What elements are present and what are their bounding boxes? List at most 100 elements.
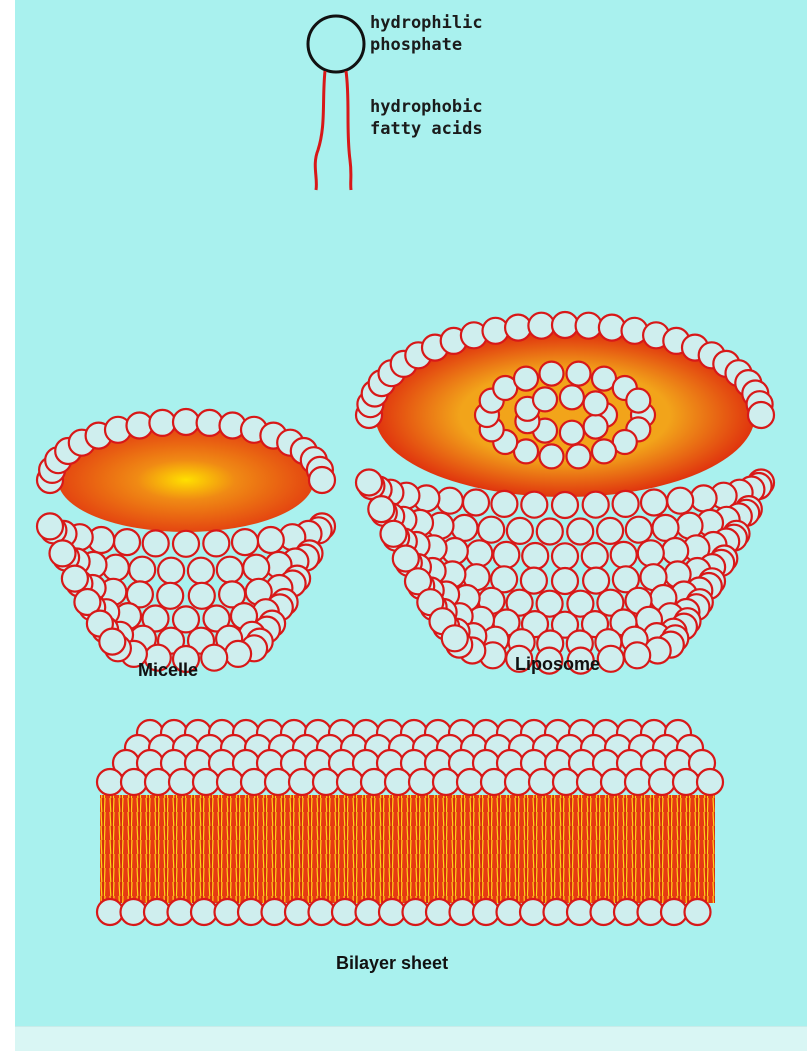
phospholipid-head: [99, 629, 125, 655]
phospholipid-head: [203, 530, 229, 556]
phospholipid-head: [560, 421, 584, 445]
phospholipid-head: [649, 769, 675, 795]
phospholipid-head: [624, 642, 650, 668]
phospholipid-head: [638, 540, 664, 566]
phospholipid-head: [337, 769, 363, 795]
bilayer-hydrophobic-core: [100, 795, 715, 903]
phospholipid-head: [50, 540, 76, 566]
phospholipid-head: [129, 557, 155, 583]
fatty-acid-tail-left: [315, 71, 325, 190]
phospholipid-head: [437, 488, 463, 514]
phospholipid-head: [381, 521, 407, 547]
phospholipid-head: [97, 899, 123, 925]
phospholipid-head: [601, 769, 627, 795]
phospholipid-head: [673, 769, 699, 795]
phospholipid-head: [614, 899, 640, 925]
phospholipid-head: [309, 899, 335, 925]
phospholipid-head: [201, 645, 227, 671]
phospholipid-head: [528, 313, 554, 339]
phospholipid-head: [409, 769, 435, 795]
micelle-caption: Micelle: [138, 660, 198, 680]
phospholipid-head: [217, 769, 243, 795]
phospholipid-head: [584, 391, 608, 415]
phospholipid-head: [217, 557, 243, 583]
phospholipid-head: [225, 641, 251, 667]
phospholipid-head: [238, 899, 264, 925]
phospholipid-head: [241, 769, 267, 795]
phospholipid-head: [309, 467, 335, 493]
phospholipid-head: [385, 769, 411, 795]
phospholipid-head: [145, 769, 171, 795]
phospholipid-head: [522, 543, 548, 569]
phospholipid-head: [473, 899, 499, 925]
phospholipid-head: [582, 543, 608, 569]
phospholipid-head: [243, 555, 269, 581]
phospholipid-head: [597, 518, 623, 544]
phospholipid-head: [463, 490, 489, 516]
phospholipid-legend: hydrophilic phosphate hydrophobic fatty …: [308, 13, 493, 190]
phospholipid-head: [332, 899, 358, 925]
phospholipid-head: [533, 387, 557, 411]
phospholipid-head: [626, 517, 652, 543]
phospholipid-head: [611, 542, 637, 568]
phospholipid-head: [97, 769, 123, 795]
phospholipid-head: [591, 899, 617, 925]
phospholipid-head: [114, 529, 140, 555]
phospholipid-head: [641, 490, 667, 516]
phospholipid-head: [520, 899, 546, 925]
phospholipid-head: [552, 543, 578, 569]
phospholipid-head: [577, 769, 603, 795]
phospholipid-head: [540, 362, 564, 386]
phospholipid-head: [191, 899, 217, 925]
liposome-structure: [356, 312, 774, 674]
phospholipid-head: [626, 389, 650, 413]
phospholipid-head: [188, 558, 214, 584]
phospholipid-head: [584, 415, 608, 439]
tail-label: hydrophobic fatty acids: [370, 97, 493, 139]
phospholipid-head: [169, 769, 195, 795]
phospholipid-head: [544, 899, 570, 925]
phospholipid-head: [638, 899, 664, 925]
phospholipid-head: [661, 899, 687, 925]
phospholipid-head: [491, 491, 517, 517]
phospholipid-head: [466, 540, 492, 566]
head-label: hydrophilic phosphate: [370, 13, 493, 55]
phospholipid-head: [168, 899, 194, 925]
phospholipid-head: [493, 542, 519, 568]
phospholipid-head: [158, 558, 184, 584]
phospholipid-head: [285, 899, 311, 925]
liposome-caption: Liposome: [515, 654, 600, 674]
phospholipid-head: [232, 529, 258, 555]
phospholipid-head: [514, 367, 538, 391]
phospholipid-head: [478, 517, 504, 543]
phospholipid-head: [598, 646, 624, 672]
phospholipid-head: [143, 530, 169, 556]
phospholipid-head: [552, 568, 578, 594]
phospholipid-head: [265, 769, 291, 795]
phospholipid-head: [553, 769, 579, 795]
bilayer-caption: Bilayer sheet: [336, 953, 448, 973]
phospholipid-head: [62, 566, 88, 592]
phospholipid-head: [567, 362, 591, 386]
phospholipid-head: [540, 444, 564, 468]
phospholipid-head: [662, 538, 688, 564]
phospholipid-head: [613, 491, 639, 517]
phospholipid-head: [505, 315, 531, 341]
phospholipid-head: [157, 583, 183, 609]
phospholipid-head: [537, 519, 563, 545]
phospholipid-head: [567, 899, 593, 925]
phospholipid-head: [173, 409, 199, 435]
phospholipid-head: [552, 492, 578, 518]
phospholipid-head: [368, 496, 394, 522]
phospholipid-head: [193, 769, 219, 795]
phospholipid-head: [433, 769, 459, 795]
phospholipid-head: [529, 769, 555, 795]
phospholipid-head: [625, 769, 651, 795]
phospholipid-head-icon: [308, 16, 364, 72]
phospholipid-head: [481, 769, 507, 795]
phospholipid-head: [215, 899, 241, 925]
phospholipid-head: [567, 519, 593, 545]
phospholipid-head: [507, 518, 533, 544]
phospholipid-head: [403, 899, 429, 925]
